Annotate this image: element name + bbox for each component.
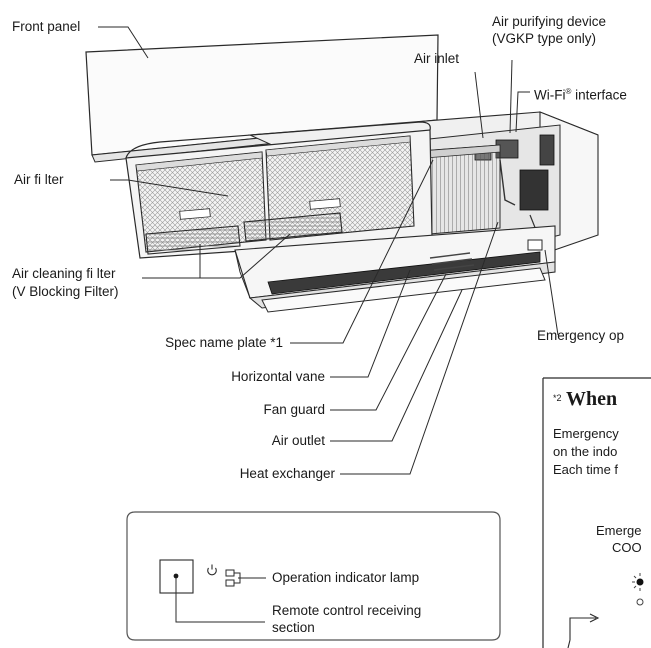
air-cleaning-filter-label: Air cleaning fi lter bbox=[12, 266, 116, 281]
air-filter-right bbox=[265, 135, 415, 241]
indicator-detail-callout bbox=[126, 511, 501, 641]
emergency-note-box bbox=[542, 377, 651, 648]
horizontal-vane-label: Horizontal vane bbox=[231, 369, 325, 384]
air-filter-label: Air fi lter bbox=[14, 172, 64, 187]
fan-guard-label: Fan guard bbox=[263, 402, 325, 417]
heat-exchanger-label: Heat exchanger bbox=[239, 466, 335, 481]
emergency-operation-label: Emergency op bbox=[537, 328, 625, 343]
air-purifying-device-note: (VGKP type only) bbox=[492, 31, 597, 46]
remote-control-receiving-label: Remote control receiving bbox=[272, 603, 422, 618]
unit-lower-body bbox=[234, 225, 556, 313]
wifi-interface-label: Wi-Fi® interface bbox=[534, 87, 627, 103]
spec-name-plate-label: Spec name plate *1 bbox=[165, 335, 283, 350]
power-icon bbox=[207, 564, 217, 576]
note-line-3: Each time f bbox=[553, 462, 619, 477]
note-line-2: on the indo bbox=[553, 444, 618, 459]
air-cleaning-filter-note: (V Blocking Filter) bbox=[12, 284, 119, 299]
air-inlet-label: Air inlet bbox=[414, 51, 460, 66]
air-cleaning-filters bbox=[145, 212, 343, 255]
air-outlet-label: Air outlet bbox=[271, 433, 325, 448]
air-purifying-device-label: Air purifying device bbox=[492, 14, 607, 29]
indicator-lamp-icon bbox=[225, 569, 241, 587]
remote-control-receiving-note: section bbox=[272, 620, 315, 635]
note-line-1: Emergency bbox=[553, 426, 619, 441]
note-sub-2: COO bbox=[612, 540, 642, 555]
blinking-lamp-icon bbox=[632, 573, 644, 606]
note-title: When bbox=[566, 388, 618, 410]
front-panel-label: Front panel bbox=[12, 19, 81, 34]
operation-indicator-lamp-label: Operation indicator lamp bbox=[272, 570, 420, 585]
note-sub-1: Emerge bbox=[596, 523, 642, 538]
leader-lines bbox=[98, 26, 559, 475]
note-marker: *2 bbox=[553, 393, 562, 403]
